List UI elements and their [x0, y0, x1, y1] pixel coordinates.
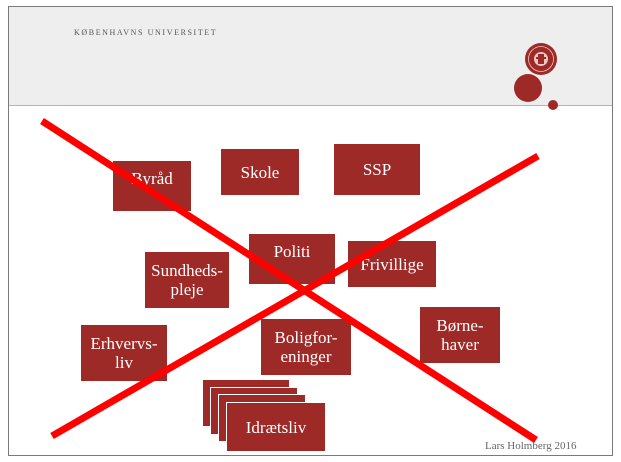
- university-seal-icon: [525, 43, 557, 75]
- box-politi: Politi: [248, 233, 336, 285]
- slide-header: KØBENHAVNS UNIVERSITET: [9, 7, 612, 106]
- decorative-circle-small: [548, 100, 558, 110]
- box-boernehaver: Børne- haver: [419, 306, 501, 364]
- box-boligforeninger: Boligfor- eninger: [260, 318, 352, 376]
- box-skole: Skole: [220, 148, 300, 196]
- university-name: KØBENHAVNS UNIVERSITET: [74, 28, 218, 37]
- box-ssp: SSP: [333, 143, 421, 196]
- box-erhvervsliv: Erhvervs- liv: [80, 324, 168, 382]
- decorative-circle-large: [514, 74, 542, 102]
- footer-author-year: Lars Holmberg 2016: [485, 440, 577, 452]
- box-idraetsliv: Idrætsliv: [226, 402, 326, 452]
- box-sundhedspleje: Sundheds- pleje: [144, 251, 230, 309]
- box-frivillige: Frivillige: [347, 240, 437, 288]
- box-byraad: Byråd: [112, 160, 192, 212]
- slide-frame: KØBENHAVNS UNIVERSITET: [8, 6, 613, 456]
